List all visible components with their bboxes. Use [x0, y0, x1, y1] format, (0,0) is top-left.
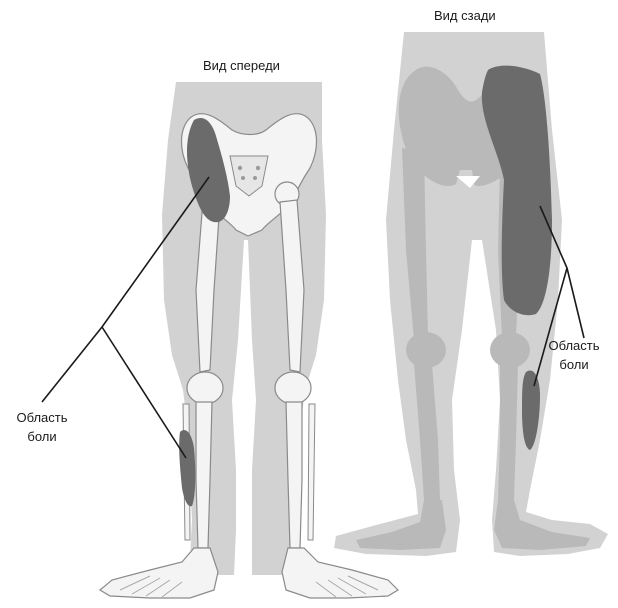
front-pain-area-label: Область боли: [0, 408, 84, 446]
front-pain-label-line2: боли: [0, 427, 84, 446]
back-left-knee: [406, 332, 446, 368]
front-left-knee: [187, 372, 223, 404]
front-right-foot: [282, 548, 398, 598]
back-pain-label-line2: боли: [534, 355, 614, 374]
front-view-figure: [42, 82, 398, 598]
front-view-title: Вид спереди: [203, 58, 280, 74]
back-pain-area-label: Область боли: [534, 336, 614, 374]
front-pain-label-line1: Область: [0, 408, 84, 427]
front-right-fibula: [308, 404, 315, 540]
front-right-knee: [275, 372, 311, 404]
back-view-figure: [334, 32, 608, 556]
back-pain-label-line1: Область: [534, 336, 614, 355]
front-left-foot: [100, 548, 218, 598]
back-view-title: Вид сзади: [434, 8, 496, 24]
back-left-hip-joint: [430, 142, 462, 170]
back-right-knee: [490, 332, 530, 368]
